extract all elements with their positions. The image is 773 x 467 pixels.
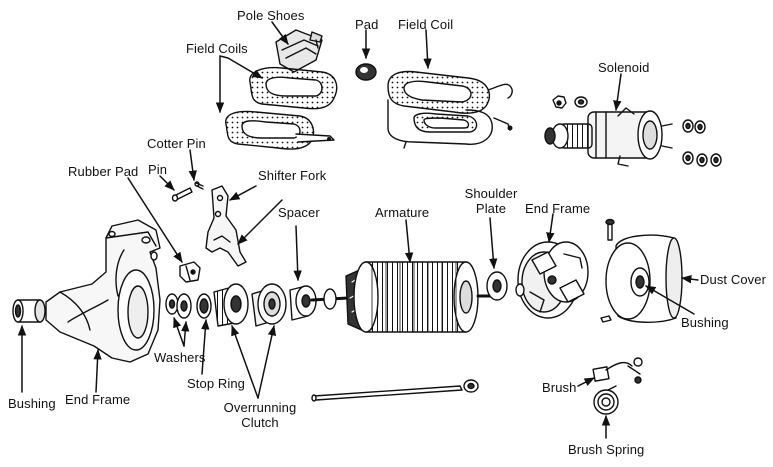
through-bolt-part xyxy=(312,380,478,401)
arrow-solenoid xyxy=(613,73,622,112)
arrow-brush xyxy=(577,377,595,387)
arrow-pole-shoes xyxy=(271,21,289,45)
label-brush-spring: Brush Spring xyxy=(568,442,645,457)
label-overrunning-clutch: Overrunning Clutch xyxy=(214,400,306,430)
label-pin: Pin xyxy=(148,162,168,177)
shoulder-plate-part xyxy=(487,272,507,300)
arrow-cotter-pin xyxy=(188,149,197,182)
arrow-field-coil xyxy=(423,29,432,70)
arrow-end-frame-right xyxy=(546,213,555,244)
end-frame-left-part xyxy=(46,220,160,362)
arrow-shifter-fork xyxy=(229,185,257,201)
brush-part xyxy=(593,358,642,383)
label-washers: Washers xyxy=(154,350,206,365)
label-end-frame-left: End Frame xyxy=(65,392,131,407)
arrow-washers-2 xyxy=(181,320,190,347)
label-pole-shoes: Pole Shoes xyxy=(237,8,305,23)
label-spacer: Spacer xyxy=(278,205,320,220)
label-bushing-right: Bushing xyxy=(681,315,729,330)
screw-part xyxy=(601,220,614,323)
field-coil-part xyxy=(388,72,513,148)
arrow-clutch-2 xyxy=(257,324,277,399)
label-shifter-fork: Shifter Fork xyxy=(258,168,327,183)
arrow-bushing-right xyxy=(645,285,695,315)
label-shoulder-plate-line2: Plate xyxy=(475,201,507,216)
end-frame-right-part xyxy=(516,242,588,318)
arrow-shoulder-plate xyxy=(489,217,498,270)
label-end-frame-right: End Frame xyxy=(525,201,591,216)
label-pad: Pad xyxy=(355,17,379,32)
arrow-washers-1 xyxy=(173,317,185,347)
arrow-end-frame-left xyxy=(93,348,102,393)
label-shoulder-plate-line1: Shoulder xyxy=(464,186,518,201)
pad-part xyxy=(356,64,376,80)
arrow-clutch-1 xyxy=(231,325,259,399)
label-dust-cover: Dust Cover xyxy=(700,272,767,287)
label-armature: Armature xyxy=(375,205,430,220)
leader-arrows xyxy=(17,21,699,439)
label-shoulder-plate: Shoulder Plate xyxy=(459,186,523,216)
label-field-coil: Field Coil xyxy=(398,17,454,32)
label-overrunning-clutch-line1: Overrunning xyxy=(223,400,297,415)
cotter-pin-part xyxy=(195,182,203,189)
label-solenoid: Solenoid xyxy=(598,60,650,75)
armature-part xyxy=(312,262,494,332)
arrow-rubber-pad xyxy=(127,177,183,263)
stop-ring-part xyxy=(197,294,211,318)
bushing-left-part xyxy=(13,300,45,322)
shifter-fork-part xyxy=(206,186,246,266)
label-rubber-pad: Rubber Pad xyxy=(68,164,139,179)
arrow-spacer xyxy=(293,225,302,282)
field-coils-part xyxy=(226,68,337,149)
arrow-dust-cover xyxy=(680,275,699,284)
label-brush: Brush xyxy=(542,380,577,395)
arrow-armature xyxy=(404,219,414,264)
arrow-shifter-fork-2 xyxy=(237,199,283,245)
arrow-stop-ring xyxy=(201,318,210,375)
arrow-pin xyxy=(159,175,175,191)
washers-part xyxy=(166,294,191,318)
overrunning-clutch-part xyxy=(214,284,286,326)
label-cotter-pin: Cotter Pin xyxy=(147,136,206,151)
label-stop-ring: Stop Ring xyxy=(187,376,245,391)
label-bushing-left: Bushing xyxy=(8,396,56,411)
dust-cover-part xyxy=(606,235,682,322)
brush-spring-part xyxy=(594,386,618,414)
spacer-part xyxy=(290,286,316,320)
rubber-pad-part xyxy=(180,262,200,282)
label-overrunning-clutch-line2: Clutch xyxy=(241,415,279,430)
pin-part xyxy=(173,188,193,201)
solenoid-part xyxy=(545,96,721,166)
label-field-coils: Field Coils xyxy=(186,41,248,56)
arrow-field-coils-top xyxy=(219,55,263,79)
